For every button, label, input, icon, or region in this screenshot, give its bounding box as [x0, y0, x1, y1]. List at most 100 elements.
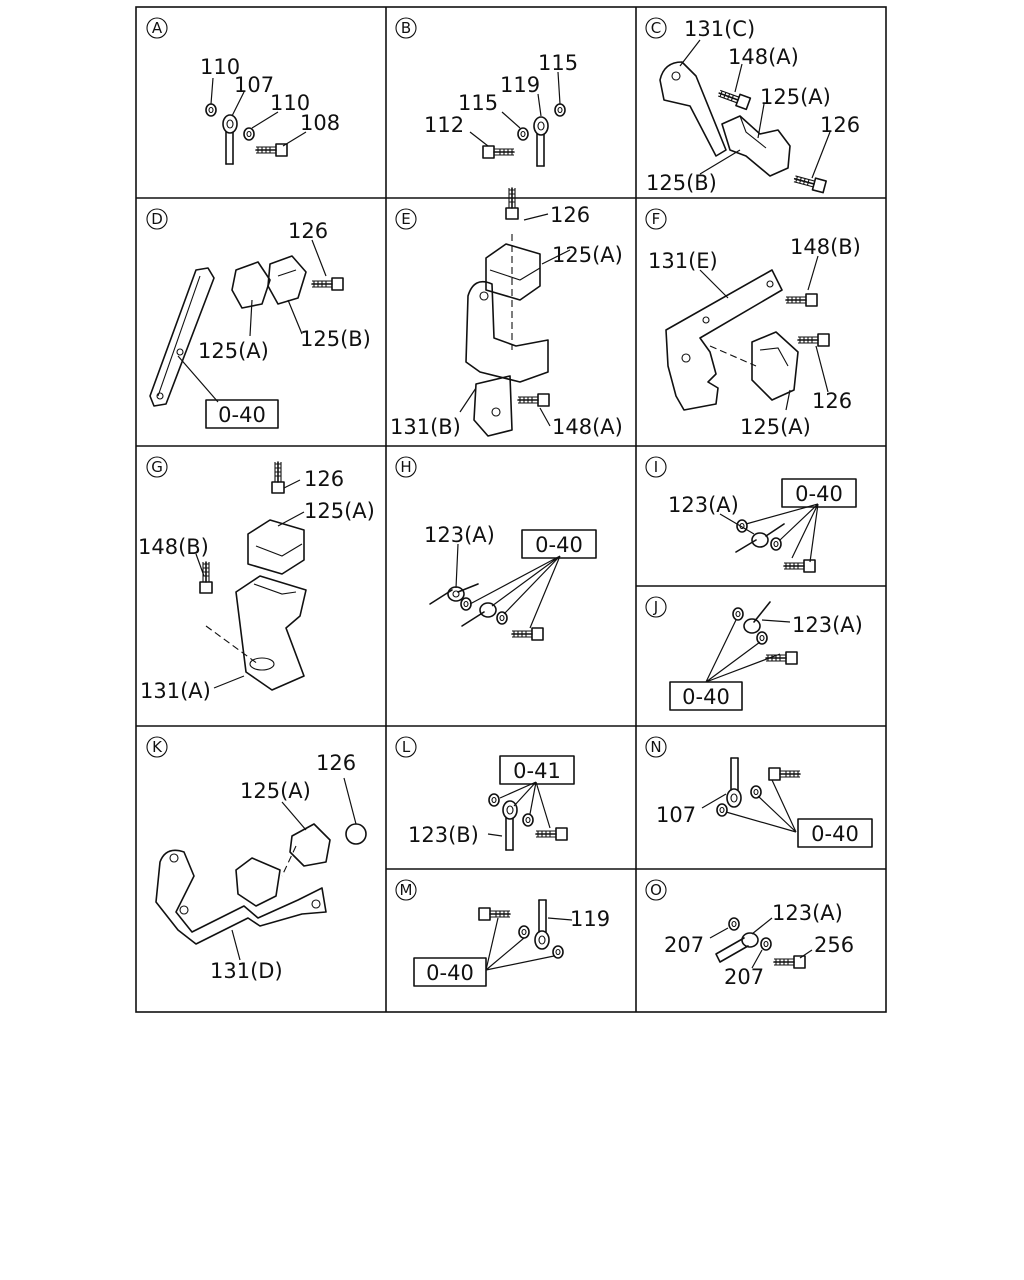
eyebolt-119	[534, 899, 550, 950]
cushion-125a	[485, 243, 541, 301]
bracket-131e	[665, 269, 783, 411]
part-label: 148(B)	[790, 235, 861, 259]
bracket-upper	[465, 280, 549, 383]
washer-110	[243, 127, 255, 141]
part-label: 131(E)	[648, 249, 718, 273]
panel-letter: A	[152, 19, 163, 37]
bolt	[768, 767, 801, 781]
part-label: 107	[656, 803, 696, 827]
panel-letter: H	[400, 458, 411, 476]
part-label: 108	[300, 111, 340, 135]
bracket-131c	[659, 61, 727, 157]
ref-label: 0-40	[682, 685, 730, 709]
bolt-108	[255, 143, 288, 157]
ref-box	[669, 681, 743, 711]
part-label: 112	[424, 113, 464, 137]
part-label: 126	[550, 203, 590, 227]
ref-box	[781, 478, 857, 508]
bolt-126	[311, 277, 344, 291]
panel-i: I 123(A) 0-40	[645, 456, 857, 573]
part-label: 131(D)	[210, 959, 283, 983]
panel-letter: N	[650, 738, 661, 756]
ref-label: 0-40	[426, 961, 474, 985]
ref-label: 0-41	[513, 759, 561, 783]
washer	[732, 607, 744, 621]
bracket-131b	[473, 375, 513, 437]
part-label: 131(C)	[684, 17, 755, 41]
part-label: 125(B)	[646, 171, 717, 195]
part-label: 119	[500, 73, 540, 97]
bracket-131d	[155, 849, 327, 945]
eyebolt-119	[533, 116, 549, 167]
bolt-126	[797, 333, 830, 347]
washer-207	[728, 917, 740, 931]
part-label: 125(A)	[240, 779, 311, 803]
washer	[496, 611, 508, 625]
eyebolt-123b	[502, 800, 518, 851]
ref-box	[205, 399, 279, 429]
part-label: 125(A)	[304, 499, 375, 523]
ref-box	[521, 529, 597, 559]
panel-grid	[135, 6, 887, 1013]
washer	[716, 803, 728, 817]
panel-letter: D	[151, 210, 163, 228]
bolt-126	[792, 172, 827, 194]
part-label: 125(A)	[760, 85, 831, 109]
bracket-d	[149, 267, 215, 407]
part-label: 107	[234, 73, 274, 97]
washer	[750, 785, 762, 799]
ref-box	[413, 957, 487, 987]
panel-b: B 115 119 115 112	[395, 17, 578, 167]
panel-letter: K	[152, 738, 163, 756]
part-label: 207	[664, 933, 704, 957]
panel-h: H 123(A) 0-40	[395, 456, 597, 641]
eyebolt-123a	[715, 937, 749, 963]
panel-e: E 126 125(A) 131(B) 148(A)	[390, 187, 623, 439]
panel-letter: L	[402, 738, 411, 756]
panel-letter: J	[653, 598, 658, 616]
cushion-125a	[751, 331, 799, 401]
part-label: 123(A)	[424, 523, 495, 547]
part-label: 123(A)	[772, 901, 843, 925]
cushion-125a	[289, 823, 331, 867]
panel-n: N 107 0-40	[645, 736, 873, 848]
washer-110	[205, 103, 217, 117]
eyebolt-107	[222, 114, 238, 165]
part-label: 125(A)	[740, 415, 811, 439]
panel-l: L 0-41 123(B)	[395, 736, 575, 851]
panel-letter: O	[650, 881, 662, 899]
part-label: 126	[316, 751, 356, 775]
bolt-148a	[716, 86, 752, 111]
panel-letter: B	[401, 19, 411, 37]
panel-letter: F	[652, 210, 661, 228]
bolt-112	[482, 145, 515, 159]
part-label: 125(A)	[198, 339, 269, 363]
panel-o: O 123(A) 207 256 207	[645, 879, 854, 989]
part-label: 119	[570, 907, 610, 931]
ref-label: 0-40	[795, 482, 843, 506]
panel-letter: C	[651, 19, 661, 37]
cushion-125b	[267, 255, 307, 305]
washer	[522, 813, 534, 827]
bolt-126	[271, 461, 285, 494]
washer-115	[517, 127, 529, 141]
bolt-126	[505, 187, 519, 220]
bolt	[535, 827, 568, 841]
ref-box	[797, 818, 873, 848]
panel-j: J 123(A) 0-40	[645, 596, 863, 711]
cushion-125	[721, 115, 791, 177]
part-label: 207	[724, 965, 764, 989]
bolt-148b	[785, 293, 818, 307]
panel-m: M 119 0-40	[395, 879, 610, 987]
panel-g: G 126 125(A) 148(B) 131(A)	[138, 456, 375, 703]
part-label: 115	[538, 51, 578, 75]
part-label: 126	[820, 113, 860, 137]
washer	[488, 793, 500, 807]
part-label: 131(A)	[140, 679, 211, 703]
panel-c: C 131(C) 148(A) 125(A) 126 125(B)	[645, 17, 860, 195]
part-label: 123(A)	[668, 493, 739, 517]
part-label: 131(B)	[390, 415, 461, 439]
washer	[756, 631, 768, 645]
washer	[518, 925, 530, 939]
